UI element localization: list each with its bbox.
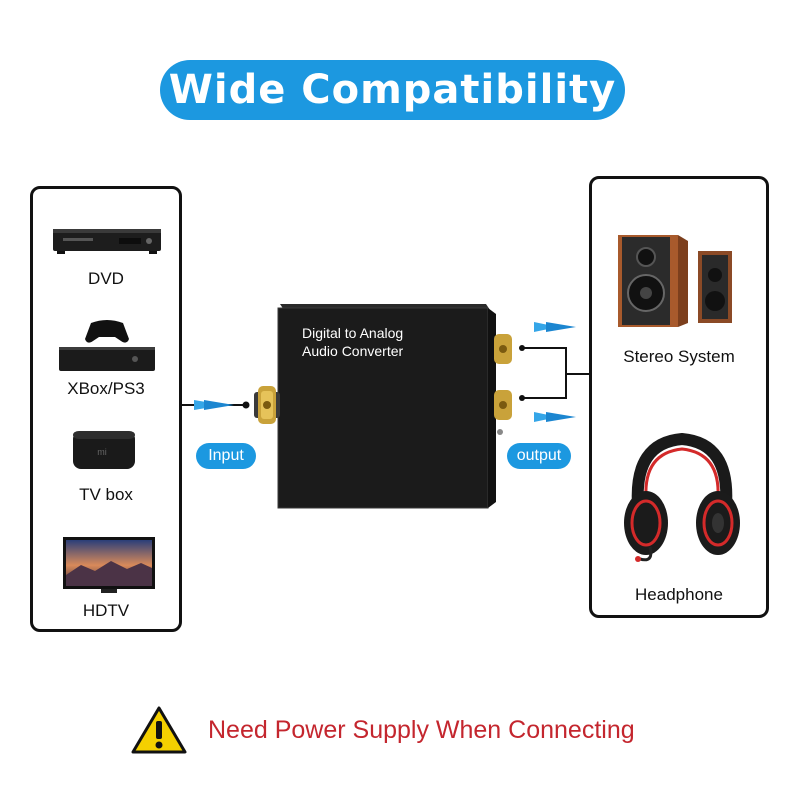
device-label-dvd: DVD bbox=[88, 269, 124, 288]
warning-icon bbox=[131, 706, 187, 754]
converter-line1: Digital to Analog bbox=[302, 325, 404, 341]
device-label-stereo: Stereo System bbox=[623, 347, 735, 366]
svg-text:mi: mi bbox=[97, 447, 107, 457]
hdtv-icon bbox=[63, 537, 155, 593]
power-warning: Need Power Supply When Connecting bbox=[130, 705, 690, 755]
input-arrow bbox=[182, 400, 250, 410]
game-console-icon bbox=[59, 320, 155, 371]
output-devices-panel: Stereo System Headphone bbox=[589, 176, 769, 618]
device-label-hdtv: HDTV bbox=[82, 601, 130, 620]
converter-label: Digital to Analog Audio Converter bbox=[302, 324, 403, 360]
device-label-xbox: XBox/PS3 bbox=[67, 379, 145, 398]
converter-device bbox=[254, 304, 512, 509]
converter-line2: Audio Converter bbox=[302, 343, 404, 359]
speaker-icon bbox=[618, 235, 732, 327]
title-banner: Wide Compatibility bbox=[160, 60, 625, 120]
output-label: output bbox=[507, 443, 571, 469]
device-label-headphone: Headphone bbox=[635, 585, 723, 604]
input-label: Input bbox=[196, 443, 256, 469]
output-connectors bbox=[519, 322, 590, 422]
dvd-player-icon bbox=[53, 229, 161, 254]
warning-text: Need Power Supply When Connecting bbox=[208, 715, 635, 744]
input-devices-panel: DVD XBox/PS3 mi TV box HDTV bbox=[30, 186, 182, 632]
banner-title: Wide Compatibility bbox=[168, 67, 617, 113]
device-label-tvbox: TV box bbox=[79, 485, 133, 504]
tv-box-icon: mi bbox=[73, 431, 135, 469]
headphone-icon bbox=[624, 432, 740, 562]
